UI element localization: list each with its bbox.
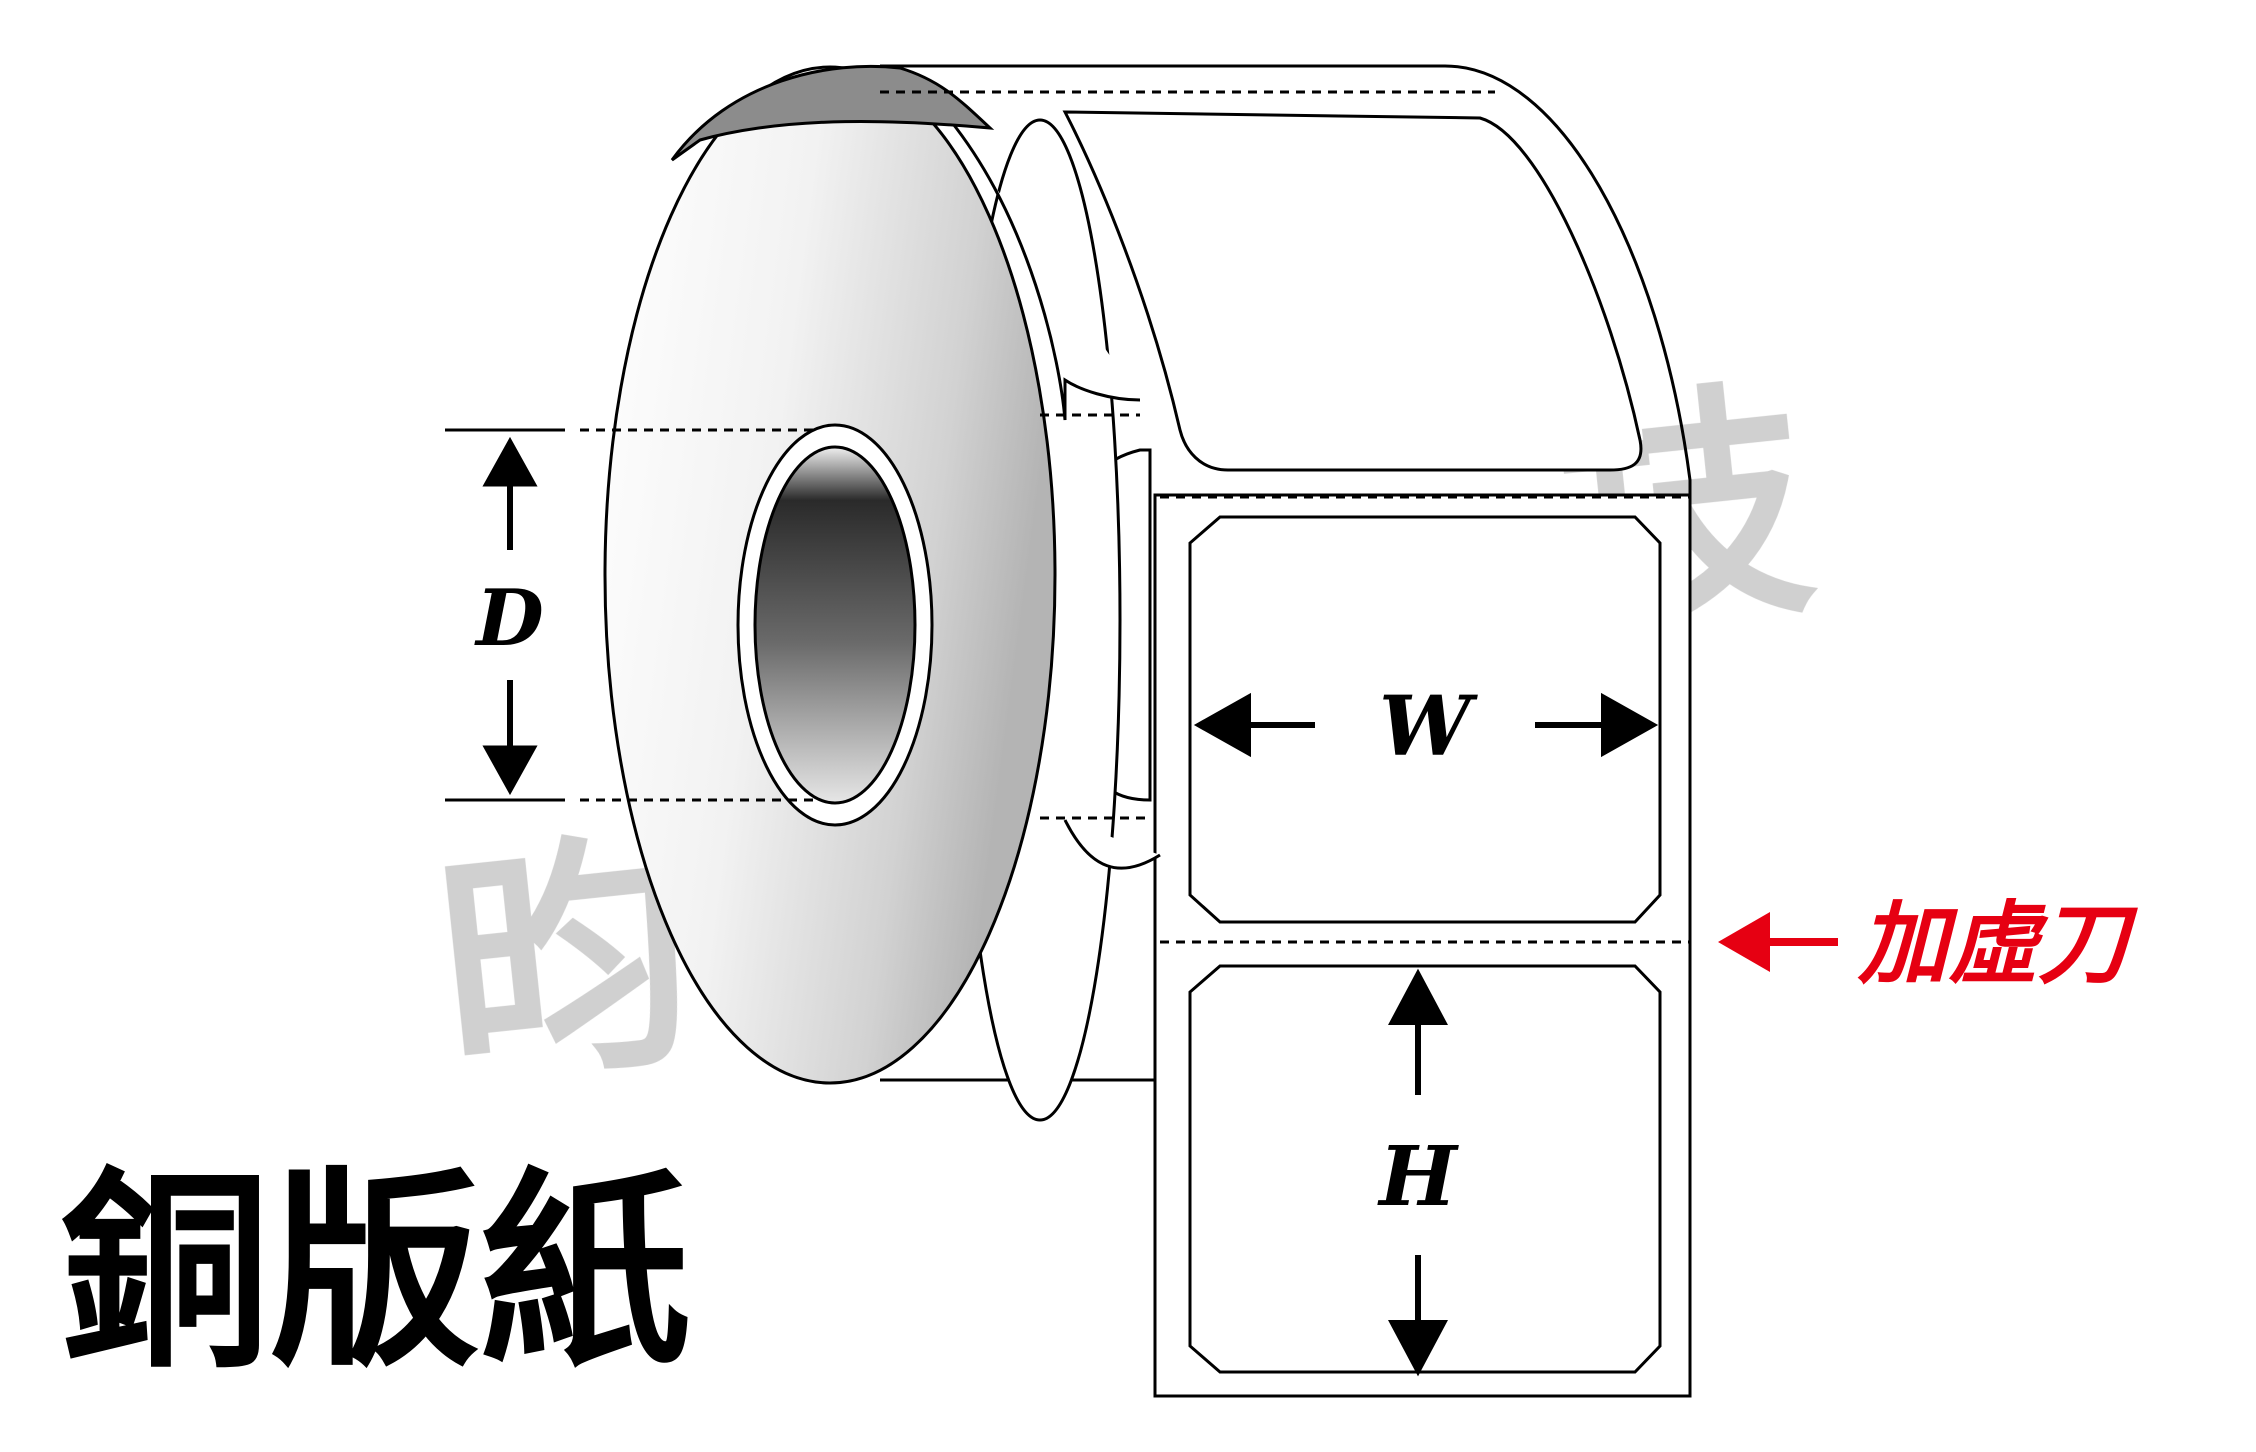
perforation-callout-text: 加虛刀 xyxy=(1857,891,2138,997)
dimension-w xyxy=(1193,692,1659,758)
core-diameter-label: D xyxy=(474,573,544,664)
material-title: 銅版紙 xyxy=(60,1148,690,1395)
label-height-label: H xyxy=(1377,1129,1459,1225)
dimension-h xyxy=(1388,968,1448,1377)
core-inner xyxy=(753,445,917,805)
wrapped-label-top xyxy=(1062,110,1643,472)
roll-inner-edge xyxy=(948,119,1161,870)
dimension-d xyxy=(445,428,565,802)
roll-top-shadow xyxy=(670,64,995,162)
perforation-callout xyxy=(1718,912,1838,972)
roll-face xyxy=(603,64,1161,1122)
label-1 xyxy=(1188,515,1662,924)
callout-arrow-head xyxy=(1718,912,1770,972)
flat-labels xyxy=(1188,515,1662,1374)
reference-lines xyxy=(580,90,1690,944)
label-width-label: W xyxy=(1379,679,1478,775)
label-2 xyxy=(1188,964,1662,1374)
